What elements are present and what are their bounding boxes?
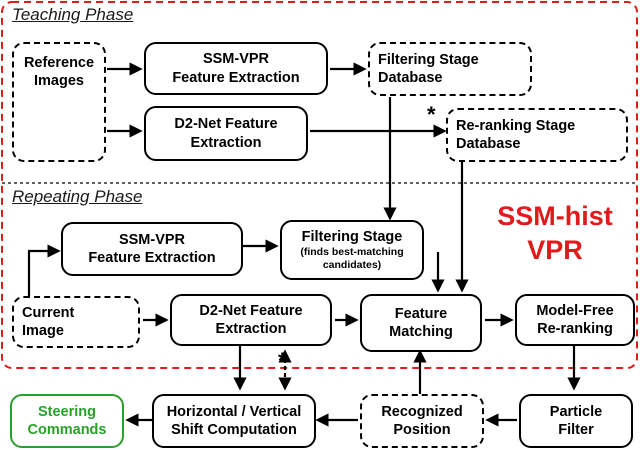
particle-filter-box: Particle Filter (519, 394, 633, 448)
steering-commands-box: Steering Commands (10, 394, 124, 448)
filtering-stage-title: Filtering Stage (301, 229, 403, 246)
arrow-current-to-ssm (27, 244, 61, 296)
feature-matching-box: Feature Matching (360, 294, 482, 352)
steering-commands-line2: Commands (27, 422, 107, 438)
current-image-line1: Current (22, 304, 75, 321)
filtering-database-box: Filtering Stage Database (368, 42, 532, 96)
recognized-position-line1: Recognized (381, 403, 463, 420)
d2net-teach-line2: Extraction (190, 134, 262, 151)
phase-outer-border (1, 1, 638, 369)
d2net-teach-box: D2-Net Feature Extraction (144, 106, 308, 161)
particle-filter-line1: Particle (549, 403, 603, 420)
shift-computation-line1: Horizontal / Vertical (166, 403, 302, 420)
ssm-vpr-teach-line2: Feature Extraction (172, 69, 300, 86)
reranking-star-marker: * (427, 102, 436, 127)
feature-matching-line1: Feature (394, 305, 448, 322)
ssm-vpr-repeat-line1: SSM-VPR (118, 231, 186, 248)
current-image-line2: Image (22, 323, 64, 339)
ssm-vpr-teach-line1: SSM-VPR (202, 51, 270, 68)
d2net-repeat-line2: Extraction (215, 321, 287, 337)
filtering-stage-box: Filtering Stage (finds best-matching can… (280, 220, 424, 280)
recognized-position-line2: Position (393, 422, 451, 438)
reranking-database-line1: Re-ranking Stage (456, 117, 576, 134)
shift-computation-line2: Shift Computation (171, 422, 297, 438)
filtering-stage-sub2: candidates) (322, 259, 382, 272)
reranking-database-line2: Database (456, 136, 521, 152)
d2net-repeat-box: D2-Net Feature Extraction (170, 294, 332, 346)
d2net-repeat-line1: D2-Net Feature (199, 302, 303, 319)
ssm-vpr-repeat-box: SSM-VPR Feature Extraction (61, 222, 243, 276)
model-free-line1: Model-Free (536, 302, 614, 319)
filtering-database-line1: Filtering Stage (378, 51, 479, 68)
method-title-line2: VPR (527, 234, 583, 265)
reference-images-line2: Images (34, 73, 84, 90)
filtering-database-line2: Database (378, 70, 443, 86)
filtering-stage-sub1: (finds best-matching (300, 246, 404, 259)
steering-commands-line1: Steering (37, 403, 96, 420)
d2net-teach-line1: D2-Net Feature (174, 116, 278, 133)
repeating-phase-label: Repeating Phase (12, 187, 143, 206)
ssm-vpr-teach-box: SSM-VPR Feature Extraction (144, 42, 328, 95)
recognized-position-box: Recognized Position (360, 394, 484, 448)
feature-matching-line2: Matching (389, 324, 453, 340)
shift-computation-box: Horizontal / Vertical Shift Computation (152, 394, 316, 448)
current-image-box: Current Image (12, 296, 140, 348)
method-title-line1: SSM-hist (497, 201, 613, 231)
reference-images-line1: Reference (23, 55, 95, 71)
method-title: SSM-hist VPR (480, 200, 630, 268)
ssm-vpr-repeat-line2: Feature Extraction (88, 250, 216, 266)
teaching-phase-label: Teaching Phase (12, 5, 134, 24)
shift-star-marker: * (278, 348, 287, 373)
arrows (27, 62, 581, 427)
reranking-database-box: Re-ranking Stage Database (446, 108, 628, 162)
particle-filter-line2: Filter (558, 422, 594, 438)
reference-images-box: Reference Images (12, 42, 106, 162)
model-free-line2: Re-ranking (537, 321, 613, 337)
model-free-reranking-box: Model-Free Re-ranking (515, 294, 635, 346)
